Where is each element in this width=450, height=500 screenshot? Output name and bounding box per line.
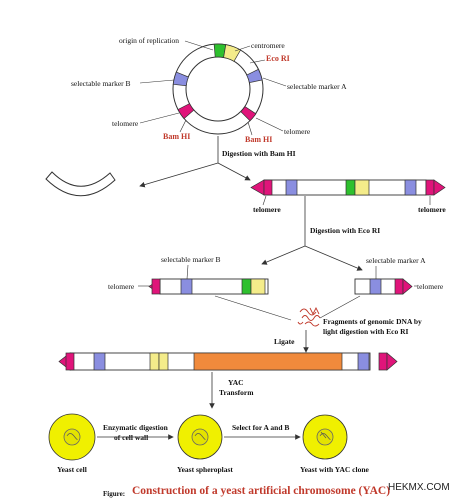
leader-origin — [184, 40, 214, 51]
telomere-right-block — [425, 179, 435, 196]
figure-caption: Construction of a yeast artificial chrom… — [132, 485, 390, 497]
leader-marker-a — [262, 77, 287, 87]
telomere-right-cap — [433, 179, 446, 196]
label-bam-hi-right: Bam HI — [245, 135, 272, 144]
left-vector-arm — [148, 278, 269, 295]
label-telomere-linear-left: telomere — [253, 205, 281, 214]
arrow-to-right-fragment — [304, 245, 363, 271]
left-arm-centromere — [241, 278, 252, 295]
yac-marker-a — [357, 352, 370, 371]
watermark: HEKMX.COM — [388, 482, 450, 493]
label-fragment-marker-a: selectable marker A — [366, 256, 426, 265]
label-enzymatic-1: Enzymatic digestion — [103, 423, 169, 432]
linear-yac-vector — [250, 179, 446, 196]
label-fragments-genomic: Fragments of genomic DNA by — [323, 317, 422, 326]
telomere-left-segment — [177, 103, 195, 120]
label-centromere: centromere — [251, 41, 285, 50]
label-select-ab: Select for A and B — [232, 423, 289, 432]
genomic-dna-fragments — [297, 306, 321, 327]
origin-segment — [223, 44, 241, 62]
marker-a-block — [404, 179, 417, 196]
marker-b-block — [285, 179, 298, 196]
yac-centromere — [149, 352, 160, 371]
label-transform: Transform — [219, 388, 254, 397]
yac-insert-dna — [193, 352, 343, 371]
recombinant-yac — [58, 352, 398, 371]
arrow-to-left-fragment — [261, 245, 306, 265]
yac-telomere-right — [378, 352, 388, 371]
label-selectable-marker-b: selectable marker B — [71, 79, 131, 88]
telomere-left-cap — [250, 179, 265, 196]
label-digestion-bam: Digestion with Bam HI — [222, 149, 296, 158]
label-bam-hi-left: Bam HI — [163, 132, 190, 141]
small-arc-fragment — [45, 171, 116, 197]
label-selectable-marker-a: selectable marker A — [287, 82, 347, 91]
right-vector-arm — [354, 278, 413, 295]
label-telomere-left: telomere — [112, 119, 139, 128]
yac-telomere-right-cap — [386, 352, 398, 371]
label-digestion-eco: Digestion with Eco RI — [310, 226, 380, 235]
yeast-spheroplast — [177, 414, 223, 460]
label-fragment-marker-b: selectable marker B — [161, 255, 221, 264]
label-yeast-cell: Yeast cell — [57, 465, 87, 474]
leader-marker-b — [139, 79, 175, 84]
yeast-with-yac — [302, 414, 348, 460]
arrow-to-linear — [217, 162, 251, 181]
arrow-to-arc — [139, 162, 219, 188]
leader-eco-ri — [249, 59, 266, 64]
yeast-cell — [48, 413, 96, 461]
label-yeast-yac: Yeast with YAC clone — [300, 465, 369, 474]
label-yac: YAC — [228, 378, 244, 387]
label-fragment-telomere-left: telomere — [108, 282, 135, 291]
label-enzymatic-2: of cell wall — [114, 433, 148, 442]
leader-linear-left — [262, 195, 267, 206]
origin-block — [354, 179, 370, 196]
telomere-right-segment — [240, 106, 257, 122]
label-origin-of-replication: origin of replication — [119, 36, 179, 45]
right-arm-telomere-cap — [402, 278, 413, 295]
left-arm-marker-b — [180, 278, 193, 295]
leader-bam-right — [247, 121, 253, 136]
figure-prefix: Figure: — [103, 490, 125, 498]
leader-telomere-left — [139, 112, 180, 124]
leader-frag-marker-b — [186, 264, 189, 280]
label-fragment-telomere-right: telomere — [417, 282, 444, 291]
right-arm-marker-a — [369, 278, 382, 295]
label-yeast-spheroplast: Yeast spheroplast — [177, 465, 233, 474]
centromere-block — [345, 179, 356, 196]
merge-line-right — [319, 295, 361, 319]
label-ligate: Ligate — [274, 337, 295, 346]
left-arm-telomere — [151, 278, 161, 295]
left-arm-origin — [250, 278, 266, 295]
right-arm-telomere — [394, 278, 404, 295]
marker-a-segment — [246, 68, 263, 84]
label-fragments-genomic-2: light digestion with Eco RI — [323, 327, 409, 336]
leader-telomere-right — [255, 117, 284, 132]
label-telomere-right: telomere — [284, 127, 311, 136]
yac-telomere-left — [65, 352, 75, 371]
label-telomere-linear-right: telomere — [418, 205, 446, 214]
leader-bam-left — [179, 119, 187, 133]
yac-origin — [158, 352, 169, 371]
leader-centromere — [234, 45, 251, 52]
label-eco-ri-circle: Eco RI — [266, 54, 290, 63]
telomere-left-block — [263, 179, 273, 196]
yac-marker-b — [93, 352, 106, 371]
merge-line-left — [214, 295, 292, 321]
circular-yac-vector — [172, 43, 264, 135]
